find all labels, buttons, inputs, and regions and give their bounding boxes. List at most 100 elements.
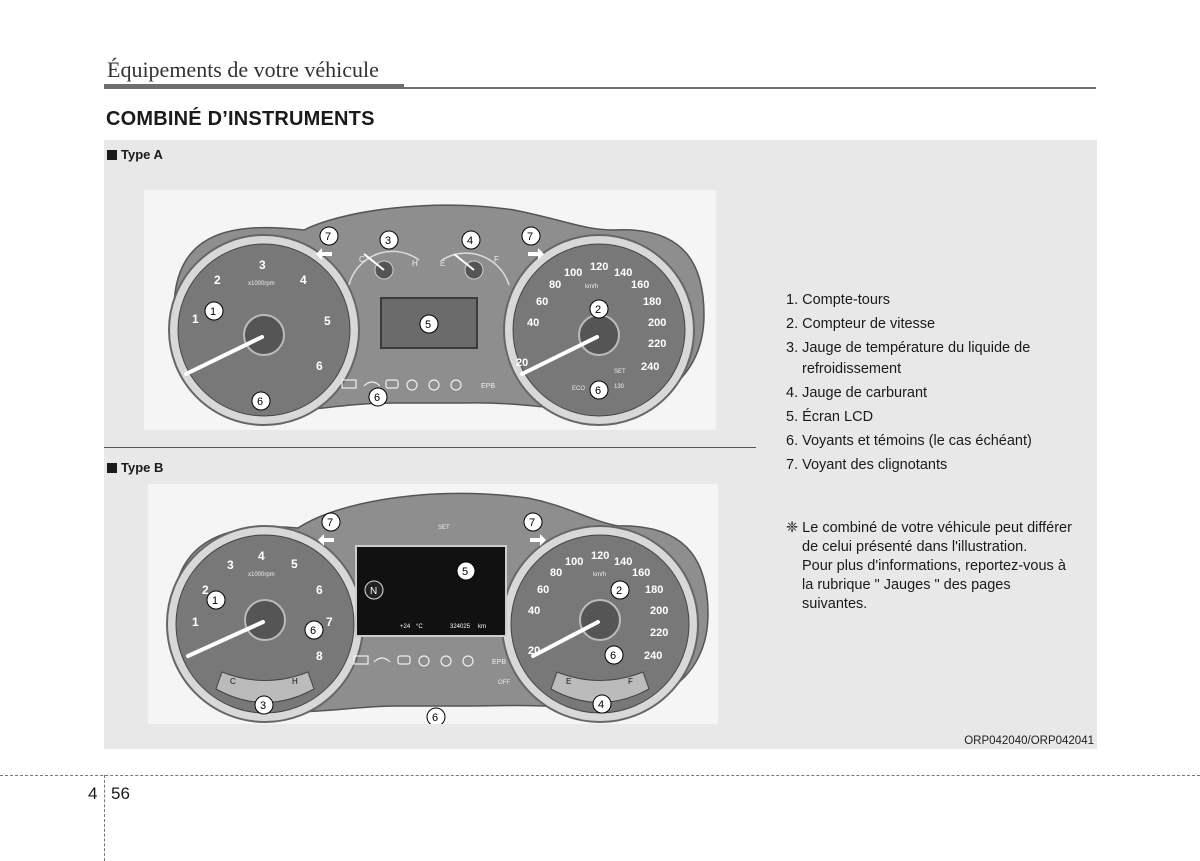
- figure-divider: [104, 447, 756, 448]
- tach-b-number-6: 6: [316, 583, 323, 597]
- tpms-icon-b: [462, 655, 474, 667]
- tach-number-4: 4: [300, 273, 307, 287]
- speed-number-120: 120: [590, 261, 608, 273]
- cluster-type-a: C H E F 1 2 3 4 5 6 x1000rpm 20 40 60 80…: [144, 190, 716, 430]
- temp-hot-label: H: [412, 259, 418, 268]
- legend-item-6: 6. Voyants et témoins (le cas échéant): [786, 433, 1032, 449]
- callout-b-7-left: 7: [327, 517, 333, 529]
- temp-cold-label-b: C: [230, 677, 236, 686]
- brake-icon: [406, 379, 418, 391]
- speed-b-number-220: 220: [650, 627, 668, 639]
- engine-icon: [385, 379, 399, 389]
- speed-number-180: 180: [643, 296, 661, 308]
- lcd-temp-unit: °C: [416, 624, 423, 630]
- temp-hot-label-b: H: [292, 677, 298, 686]
- speed-number-60: 60: [536, 296, 548, 308]
- tach-b-number-4: 4: [258, 549, 265, 563]
- note-line-5: suivantes.: [802, 596, 868, 612]
- tach-b-number-8: 8: [316, 649, 323, 663]
- speed-number-220: 220: [648, 338, 666, 350]
- type-a-label: Type A: [107, 147, 163, 162]
- callout-markers-b: 1 2 3 4 5 6 6 6 7 7: [206, 512, 630, 727]
- callout-7-left: 7: [325, 231, 331, 243]
- speed-number-20: 20: [516, 357, 528, 369]
- set-indicator: SET: [614, 369, 626, 375]
- note-block: ❈ Le combiné de votre véhicule peut diff…: [786, 519, 1096, 614]
- square-bullet-icon: [107, 150, 117, 160]
- speed-b-number-120: 120: [591, 550, 609, 562]
- callout-4: 4: [467, 235, 473, 247]
- fuel-empty-label-b: E: [566, 677, 571, 686]
- chapter-title: Équipements de votre véhicule: [107, 57, 379, 82]
- lcd-odometer-unit: km: [478, 624, 486, 630]
- speed-b-number-160: 160: [632, 567, 650, 579]
- legend-list: 1. Compte-tours 2. Compteur de vitesse 3…: [786, 288, 1086, 477]
- type-a-text: Type A: [121, 147, 163, 162]
- callout-b-4: 4: [598, 699, 604, 711]
- speed-number-140: 140: [614, 267, 632, 279]
- fuel-empty-label: E: [440, 259, 445, 268]
- footer-rule: [0, 775, 1200, 776]
- speed-b-number-80: 80: [550, 567, 562, 579]
- page-chapter-number: 4: [88, 784, 98, 803]
- off-indicator-b: OFF: [498, 680, 510, 686]
- callout-b-6-center: 6: [432, 712, 438, 724]
- turn-right-icon: [528, 248, 544, 260]
- lcd-gear: N: [370, 586, 377, 597]
- turn-right-icon-b: [530, 534, 546, 546]
- legend-item-1: 1. Compte-tours: [786, 292, 890, 308]
- cluster-a-illustration: C H E F 1 2 3 4 5 6 x1000rpm 20 40 60 80…: [168, 204, 705, 426]
- legend-item-3: 3. Jauge de température du liquide de: [786, 340, 1031, 356]
- callout-b-6-right: 6: [610, 650, 616, 662]
- tach-number-6: 6: [316, 359, 323, 373]
- tach-b-number-1: 1: [192, 615, 199, 629]
- tach-b-number-3: 3: [227, 558, 234, 572]
- tach-number-2: 2: [214, 273, 221, 287]
- tach-unit: x1000rpm: [248, 281, 275, 287]
- speed-b-number-140: 140: [614, 556, 632, 568]
- callout-6-center: 6: [374, 392, 380, 404]
- speed-number-200: 200: [648, 317, 666, 329]
- legend-item-7: 7. Voyant des clignotants: [786, 457, 948, 473]
- callout-6-right: 6: [595, 385, 601, 397]
- warning-icons-row-b: [353, 655, 474, 667]
- speed-b-number-100: 100: [565, 556, 583, 568]
- cluster-b-illustration: C H E F N +24 °C 324025 km SET EPB ECO O…: [166, 492, 709, 727]
- speed-needle-b: [531, 620, 600, 658]
- callout-2: 2: [595, 304, 601, 316]
- speed-limit-indicator: 130: [614, 384, 625, 390]
- legend-item-4: 4. Jauge de carburant: [786, 385, 928, 401]
- callout-b-3: 3: [260, 700, 266, 712]
- tach-b-number-5: 5: [291, 557, 298, 571]
- tach-b-number-7: 7: [326, 615, 333, 629]
- callout-3: 3: [385, 235, 391, 247]
- note-line-3: Pour plus d'informations, reportez-vous …: [802, 558, 1066, 574]
- turn-left-icon: [316, 248, 332, 260]
- callout-5: 5: [425, 319, 431, 331]
- note-line-4: la rubrique " Jauges " des pages: [802, 577, 1011, 593]
- abs-icon: [428, 379, 440, 391]
- tpms-icon: [450, 379, 462, 391]
- section-title: COMBINÉ D’INSTRUMENTS: [106, 108, 375, 130]
- speed-needle: [520, 335, 599, 376]
- callout-6-left: 6: [257, 396, 263, 408]
- callout-b-1: 1: [212, 595, 218, 607]
- speed-number-160: 160: [631, 279, 649, 291]
- note-line-1: ❈ Le combiné de votre véhicule peut diff…: [786, 520, 1072, 536]
- speed-b-number-60: 60: [537, 584, 549, 596]
- brake-icon-b: [418, 655, 430, 667]
- eco-indicator: ECO: [572, 386, 585, 392]
- battery-icon-b: [353, 655, 369, 665]
- callout-1: 1: [210, 306, 216, 318]
- oil-icon-b: [373, 657, 391, 663]
- page-number: 56: [111, 784, 130, 803]
- speed-number-100: 100: [564, 267, 582, 279]
- speed-b-number-200: 200: [650, 605, 668, 617]
- speed-b-number-20: 20: [528, 645, 540, 657]
- chapter-rule: [104, 84, 404, 89]
- legend-item-5: 5. Écran LCD: [786, 409, 874, 425]
- fuel-full-label-b: F: [628, 677, 633, 686]
- speed-b-unit: km/h: [593, 572, 606, 578]
- square-bullet-icon: [107, 463, 117, 473]
- tach-needle-b: [186, 620, 265, 658]
